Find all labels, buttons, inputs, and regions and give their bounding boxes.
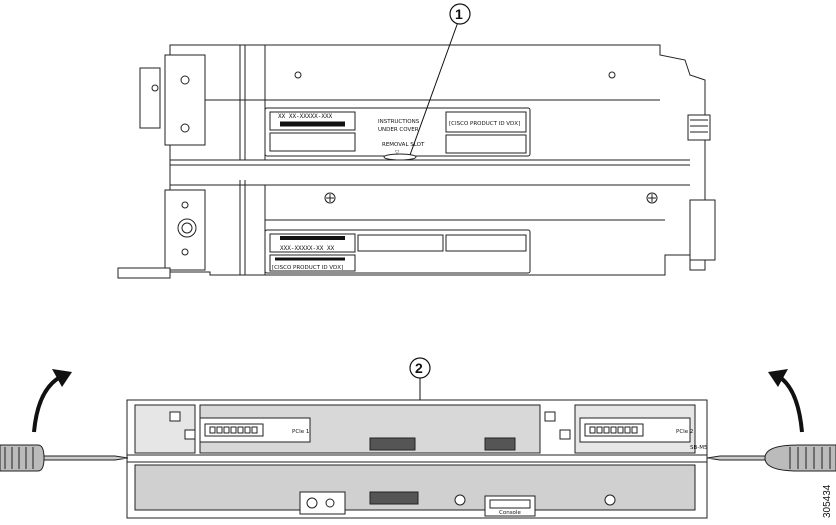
right-rotate-arrow-icon xyxy=(768,369,804,433)
pcie-slot-1-pins xyxy=(209,426,258,434)
lock-icon xyxy=(169,411,571,440)
removal-slot-label: REMOVAL SLOT xyxy=(382,142,425,148)
pcie-1-label: PCIe 1 xyxy=(292,429,309,435)
left-rotate-arrow-icon xyxy=(32,369,72,433)
console-label: Console xyxy=(499,510,521,516)
right-screwdriver-icon xyxy=(706,444,836,472)
left-screwdriver-icon xyxy=(0,444,129,472)
callout-2 xyxy=(409,357,431,400)
removal-slot xyxy=(383,153,417,161)
figure-id: 305434 xyxy=(822,484,833,518)
callout-2-number: 2 xyxy=(415,360,423,376)
removal-arrow-icon: ▽ xyxy=(395,150,400,156)
front-module-view xyxy=(126,399,708,519)
lower-serial-label: XXX-XXXXX-XX XX xyxy=(280,245,335,252)
pcie-slot-2-pins xyxy=(589,426,638,434)
lower-product-id-label: [CISCO PRODUCT ID VDX] xyxy=(272,265,343,271)
callout-1 xyxy=(409,3,471,156)
upper-product-id-label: [CISCO PRODUCT ID VDX] xyxy=(449,121,520,127)
slot-tag-label: SB-M5 xyxy=(690,445,708,451)
upper-label-plate xyxy=(264,107,531,157)
pcie-2-label: PCIe 2 xyxy=(676,429,693,435)
callout-1-number: 1 xyxy=(455,6,463,22)
instructions-line2: UNDER COVER xyxy=(378,127,419,133)
instructions-line1: INSTRUCTIONS xyxy=(378,119,420,125)
lower-label-plate xyxy=(264,229,531,274)
upper-serial-label: XX XX-XXXXX-XXX xyxy=(278,113,333,120)
